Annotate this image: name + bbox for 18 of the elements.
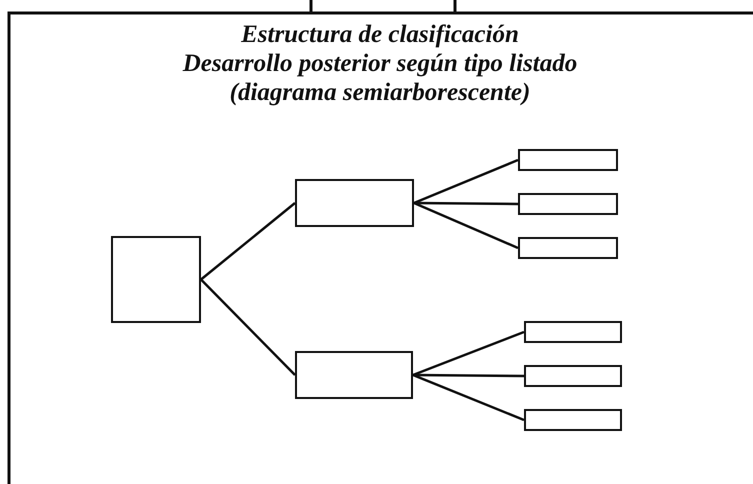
subtitle-text: (diagrama semiarborescente) [228, 78, 532, 107]
connector-line [414, 158, 518, 204]
connector-line [412, 374, 524, 422]
empty-box [518, 237, 618, 259]
empty-box [111, 236, 201, 323]
connector-line [412, 330, 524, 376]
empty-box [518, 193, 618, 215]
empty-box [524, 365, 622, 387]
empty-box [524, 321, 622, 343]
empty-box [524, 409, 622, 431]
connector-line [200, 202, 296, 280]
empty-box [518, 149, 618, 171]
connector-line [200, 278, 296, 376]
empty-box [295, 351, 413, 399]
empty-box [295, 179, 414, 227]
connector-line [414, 202, 518, 250]
diagram-title: Estructura de clasificación [240, 20, 520, 49]
subtitle-text: Desarrollo posterior según tipo listado [182, 49, 578, 78]
